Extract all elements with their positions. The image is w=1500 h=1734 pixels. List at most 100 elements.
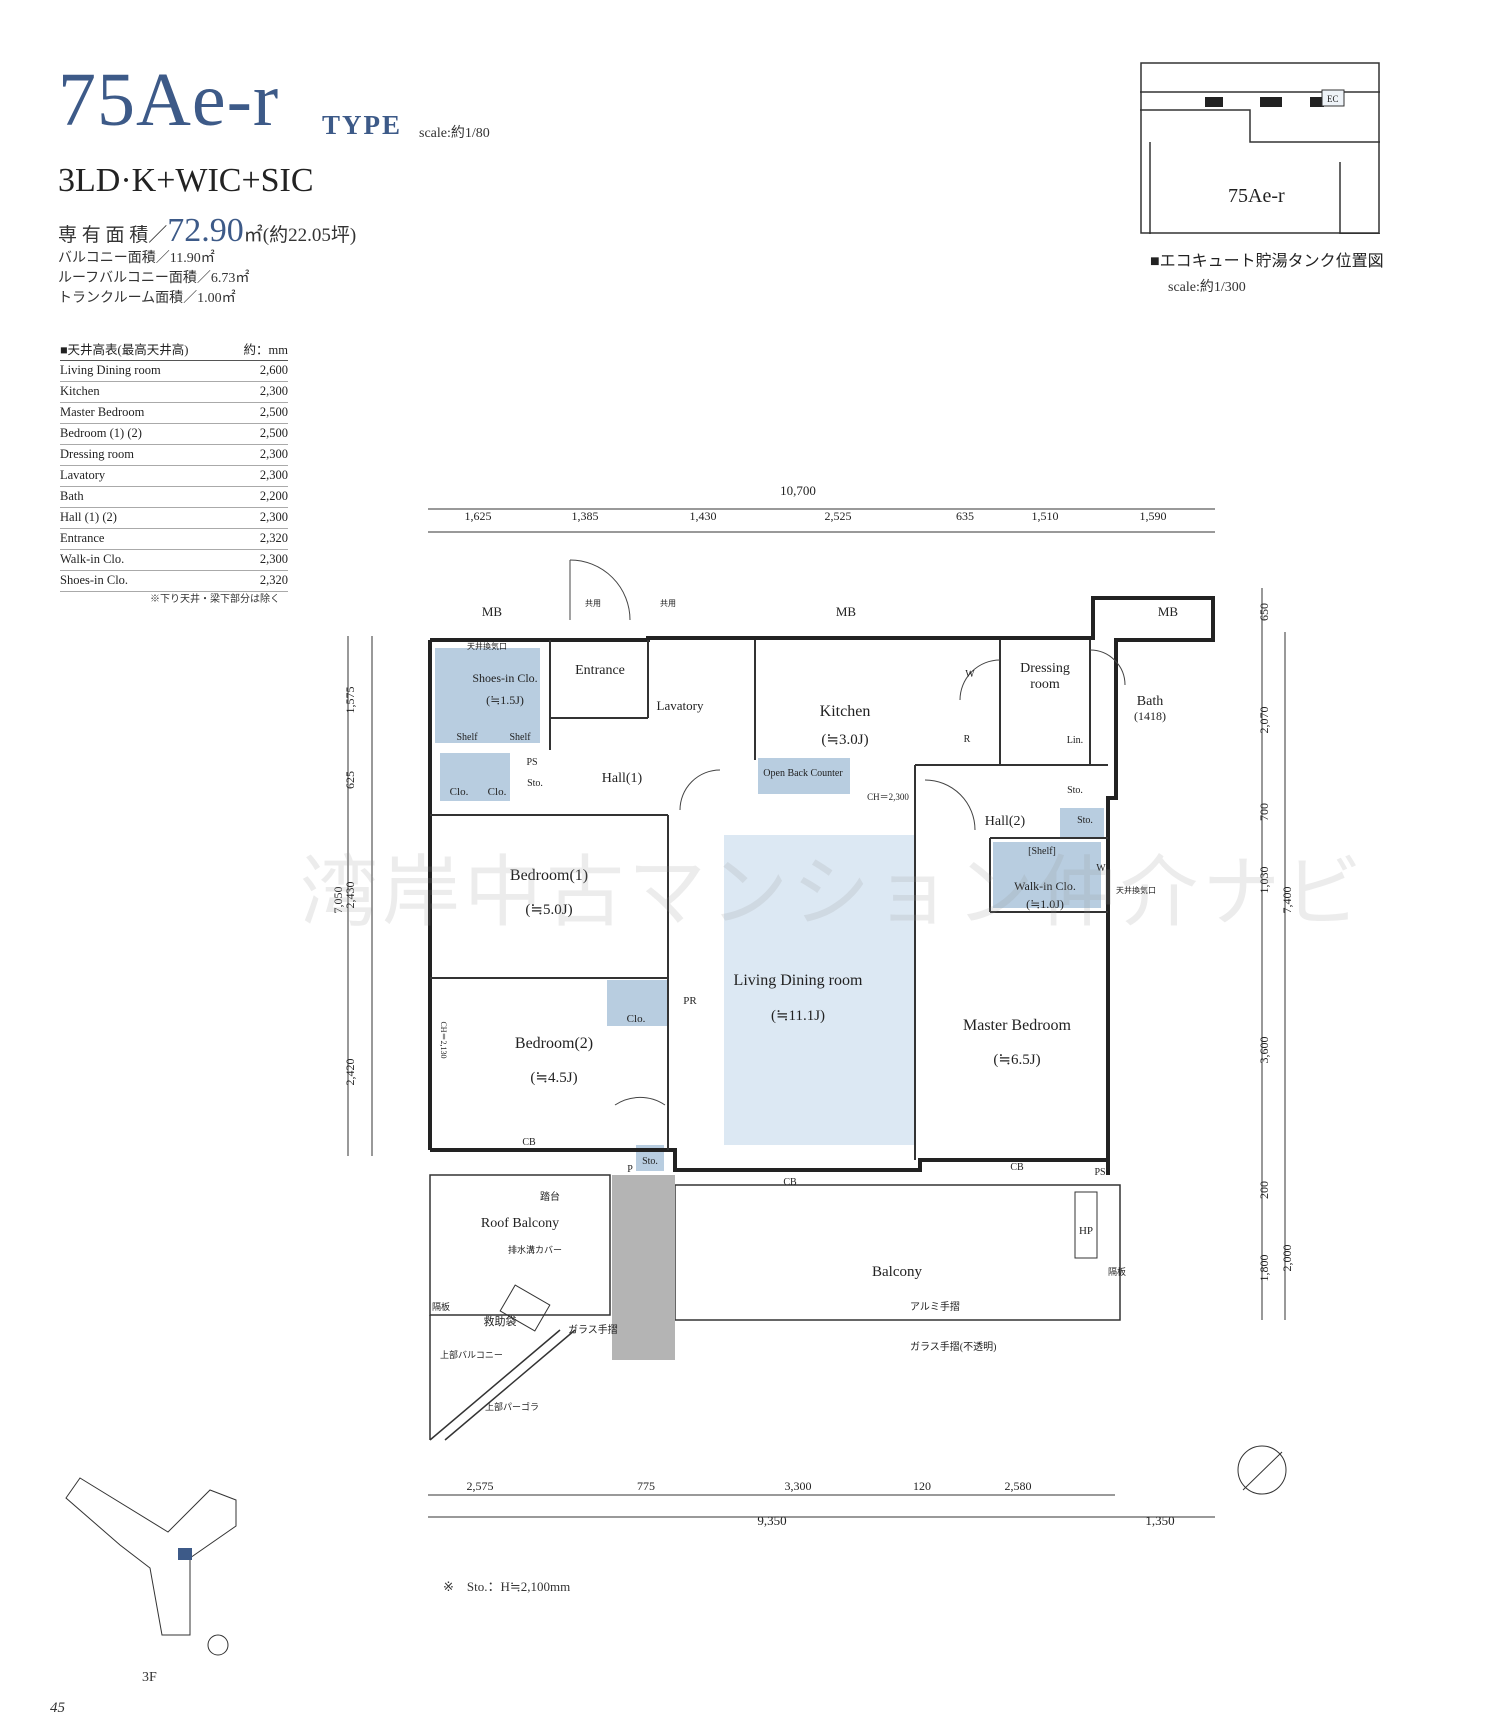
- room-roof-balcony: Roof Balcony: [481, 1216, 559, 1231]
- mb-label-west: MB: [482, 604, 503, 619]
- dimension-label: 2,580: [1005, 1479, 1032, 1493]
- dimension-label: 7,050: [331, 887, 345, 914]
- map-block: [1260, 97, 1282, 107]
- closet-label: Clo.: [488, 786, 507, 798]
- dim-top-total: 10,700: [780, 483, 816, 498]
- ceiling-room-name: Hall (1) (2): [60, 507, 230, 529]
- ceiling-room-name: Living Dining room: [60, 360, 230, 382]
- roof-balcony-area: ルーフバルコニー面積／6.73㎡: [58, 271, 250, 286]
- ceiling-room-name: Walk-in Clo.: [60, 549, 230, 571]
- ceiling-table-note: ※下り天井・梁下部分は除く: [150, 594, 280, 605]
- exterior-wall-north: [430, 596, 1215, 1175]
- bedroom1-closet-fill: [440, 753, 510, 801]
- dimension-label: 120: [913, 1479, 931, 1493]
- hp-label: HP: [1079, 1225, 1093, 1237]
- vent-label: 天井換気口: [1116, 885, 1156, 895]
- storage-label: Sto.: [1077, 815, 1093, 826]
- dimension-label: 3,300: [785, 1479, 812, 1493]
- dimension-label: 635: [956, 509, 974, 523]
- ceiling-table-row: Hall (1) (2)2,300: [60, 507, 288, 529]
- walkin-closet-fill: [993, 842, 1101, 908]
- ceiling-room-height: 2,320: [229, 528, 288, 550]
- ecocute-caption: ■エコキュート貯湯タンク位置図: [1150, 253, 1384, 270]
- dimension-label: 775: [637, 1479, 655, 1493]
- room-bedroom-1-size: (≒5.0J): [525, 902, 572, 918]
- pergola-line: [429, 1329, 561, 1441]
- room-shoes-closet: Shoes-in Clo.: [472, 671, 537, 685]
- pipe-label: P: [627, 1164, 633, 1175]
- ecocute-scale: scale:約1/300: [1168, 280, 1246, 295]
- dimension-label: 2,575: [467, 1479, 494, 1493]
- cb-label: CB: [522, 1137, 536, 1148]
- room-lavatory: Lavatory: [657, 698, 704, 713]
- storage-footnote: ※ Sto.：H≒2,100mm: [443, 1579, 571, 1594]
- ceiling-room-height: 2,300: [229, 465, 288, 487]
- dimension-label: 2,525: [825, 509, 852, 523]
- ceiling-room-name: Lavatory: [60, 465, 230, 487]
- dimension-label: 7,400: [1280, 887, 1294, 914]
- key-plan-floor: 3F: [142, 1670, 157, 1685]
- roof-balcony-outline: [429, 1174, 611, 1316]
- ch-2130: CH＝2,130: [439, 1021, 448, 1058]
- dimension-label: 1,800: [1257, 1255, 1271, 1282]
- bath-door-swing: [1089, 649, 1126, 686]
- upper-pergola-label: 上部パーゴラ: [485, 1401, 539, 1412]
- rescue-bag-label: 救助袋: [484, 1314, 517, 1328]
- map-block: [1205, 97, 1223, 107]
- room-balcony: Balcony: [872, 1264, 922, 1280]
- wic-w-label: W: [1096, 863, 1106, 874]
- compass-icon: [1237, 1445, 1287, 1495]
- dimension-label: 700: [1257, 803, 1271, 821]
- dimension-label: 625: [343, 771, 357, 789]
- exclusive-area-value: 72.90: [167, 212, 244, 249]
- key-plan-compass-icon: [207, 1634, 229, 1656]
- common-label: 共用: [660, 599, 676, 608]
- room-master: Master Bedroom: [963, 1017, 1072, 1034]
- storage-label: Sto.: [1067, 785, 1083, 796]
- linen-label: Lin.: [1067, 735, 1083, 746]
- rescue-bag-box: [499, 1284, 551, 1332]
- dimension-label: 2,430: [343, 882, 357, 909]
- cb-label: CB: [783, 1177, 797, 1188]
- ceiling-room-name: Bath: [60, 486, 230, 508]
- ceiling-room-height: 2,300: [229, 549, 288, 571]
- dimension-label: 1,430: [690, 509, 717, 523]
- room-bath-size: (1418): [1134, 709, 1166, 723]
- ceiling-room-name: Shoes-in Clo.: [60, 570, 230, 592]
- room-hall-2: Hall(2): [985, 814, 1026, 829]
- exclusive-area-suffix: ㎡(約22.05坪): [243, 225, 357, 246]
- dimension-label: 1,030: [1257, 867, 1271, 894]
- watermark: 湾岸中古マンション仲介ナビ: [300, 848, 1367, 938]
- room-kitchen: Kitchen: [820, 703, 871, 720]
- compass-needle: [1242, 1451, 1283, 1491]
- room-living: Living Dining room: [734, 972, 863, 989]
- ceiling-room-height: 2,200: [229, 486, 288, 508]
- ps-label: PS: [526, 757, 537, 768]
- balcony-area: バルコニー面積／11.90㎡: [58, 251, 215, 266]
- ps-label: PS: [1094, 1167, 1105, 1178]
- hall2-storage-fill: [1060, 808, 1104, 838]
- room-walkin-size: (≒1.0J): [1026, 897, 1064, 911]
- hall-door-swing: [679, 769, 721, 811]
- ceiling-room-name: Dressing room: [60, 444, 230, 466]
- common-label: 共用: [585, 599, 601, 608]
- shelf-label: Shelf: [456, 732, 478, 743]
- room-hall-1: Hall(1): [602, 771, 643, 786]
- room-master-size: (≒6.5J): [993, 1052, 1040, 1068]
- plan-scale: scale:約1/80: [419, 126, 490, 141]
- dimension-label: 1,510: [1032, 509, 1059, 523]
- type-word: TYPE: [322, 110, 403, 140]
- shoes-closet-fill: [435, 648, 540, 743]
- gutter-cover-label: 排水溝カバー: [508, 1244, 562, 1255]
- room-bedroom-2-size: (≒4.5J): [530, 1070, 577, 1086]
- ceiling-room-height: 2,300: [229, 507, 288, 529]
- master-door-swing: [924, 779, 976, 831]
- ceiling-room-name: Master Bedroom: [60, 402, 230, 424]
- dimension-label: 2,070: [1257, 707, 1271, 734]
